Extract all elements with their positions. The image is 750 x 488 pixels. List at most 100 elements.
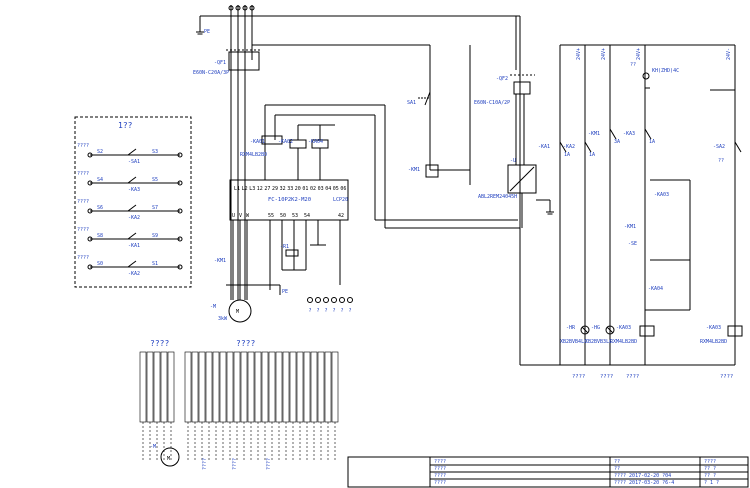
panel-row-device: -KA2 bbox=[128, 215, 140, 221]
vfd-model: FC-10P2K2-M20 bbox=[268, 197, 311, 203]
ka-contact-label: -KM1 bbox=[588, 131, 600, 137]
pot-marker-text: ? bbox=[317, 308, 320, 314]
panel-row-terminal-a: S8 bbox=[97, 233, 103, 239]
ka-contact-sub: 3A bbox=[614, 139, 620, 145]
vfd-top-terminal: 02 bbox=[310, 186, 316, 192]
vfd-top-terminal: 06 bbox=[340, 186, 346, 192]
panel-row-label: ???? bbox=[77, 199, 89, 205]
title-rows: ?????????????????? ????????? 2017-02-20 … bbox=[434, 459, 719, 486]
km1-aux-label: -KM1 bbox=[624, 224, 636, 230]
r1-label: -R1 bbox=[280, 244, 289, 250]
panel-title: 1?? bbox=[118, 121, 133, 130]
panel-row-device: -SA1 bbox=[128, 159, 140, 165]
pot-marker-circle bbox=[315, 297, 321, 303]
remote-panel-frame bbox=[74, 116, 192, 288]
qf1-label: -QF1 bbox=[214, 60, 226, 66]
ka03-label: -KA03 bbox=[654, 192, 669, 198]
terminal-block bbox=[282, 351, 290, 423]
indicator-model: XB2BVB4LC bbox=[560, 339, 587, 345]
vfd-bottom-terminal: 54 bbox=[304, 213, 310, 219]
terminal-block bbox=[261, 351, 269, 423]
panel-row-terminal-b: S3 bbox=[152, 149, 158, 155]
ka-contact-label: -KA3 bbox=[623, 131, 635, 137]
vfd-top-terminal: 27 bbox=[264, 186, 270, 192]
psu-label: -U bbox=[510, 158, 516, 164]
terminal-block bbox=[240, 351, 248, 423]
terminal-block bbox=[146, 351, 154, 423]
panel-row-label: ???? bbox=[77, 227, 89, 233]
terminal-block bbox=[268, 351, 276, 423]
panel-row-contact bbox=[127, 176, 137, 184]
pe-vfd-label: PE bbox=[282, 289, 288, 295]
terminal-block bbox=[198, 351, 206, 423]
terminal-strip: ???????????? bbox=[139, 351, 339, 470]
indicator-model: RXM4LB2BD bbox=[700, 339, 727, 345]
panel-row-terminal bbox=[87, 236, 93, 242]
vfd-top-terminal: L3 bbox=[249, 186, 255, 192]
vfd-bottom-terminal: 55 bbox=[268, 213, 274, 219]
vfd-top-terminal: 04 bbox=[325, 186, 331, 192]
panel-row-contact bbox=[127, 204, 137, 212]
panel-row-terminal-a: S6 bbox=[97, 205, 103, 211]
motor-label: -M bbox=[210, 304, 216, 310]
panel-row-terminal bbox=[87, 180, 93, 186]
vfd-top-terminal: 05 bbox=[333, 186, 339, 192]
panel-row-terminal bbox=[177, 180, 183, 186]
vfd-top-terminal: 33 bbox=[287, 186, 293, 192]
motor-power: 3kW bbox=[218, 316, 228, 322]
panel-row-contact bbox=[127, 148, 137, 156]
ka-contact-sub: 1A bbox=[649, 139, 655, 145]
panel-row-terminal-a: S0 bbox=[97, 261, 103, 267]
vfd-wiring bbox=[261, 104, 520, 229]
control-feed bbox=[252, 16, 554, 228]
terminal-block bbox=[233, 351, 241, 423]
rail-label: 24V+ bbox=[636, 48, 642, 60]
title-cell-3: ?? ? bbox=[704, 473, 716, 479]
panel-row-terminal bbox=[177, 236, 183, 242]
terminal-block bbox=[219, 351, 227, 423]
psu-model: ABL2REM24045H bbox=[478, 194, 517, 200]
indicator-label: -KA03 bbox=[706, 325, 721, 331]
pot-marker-text: ? bbox=[349, 308, 352, 314]
motor2-label: -M bbox=[150, 444, 156, 450]
panel-row-terminal bbox=[177, 264, 183, 270]
terminal-strip-title: ???? bbox=[236, 339, 255, 348]
ka-contact-symbol bbox=[734, 141, 742, 153]
qf1-rating: E60N-C20A/3P bbox=[193, 70, 229, 76]
ka-contact-sub: 1A bbox=[564, 152, 570, 158]
qq-marker: ?? bbox=[630, 62, 636, 68]
km1-main-label: -KM1 bbox=[214, 258, 226, 264]
motor2 bbox=[160, 447, 180, 467]
pot-marker-circle bbox=[323, 297, 329, 303]
panel-row-label: ???? bbox=[77, 255, 89, 261]
terminal-block bbox=[317, 351, 325, 423]
vfd-top-terminal: 32 bbox=[280, 186, 286, 192]
title-cell-1: ???? bbox=[434, 473, 446, 479]
ka-contact-symbol bbox=[644, 128, 652, 140]
se-label: -SE bbox=[628, 241, 637, 247]
terminal-block bbox=[247, 351, 255, 423]
indicator-label: -HR bbox=[566, 325, 576, 331]
vfd-bottom-terminal: 42 bbox=[338, 213, 344, 219]
pot-marker-circle bbox=[307, 297, 313, 303]
pot-markers: ?????? bbox=[307, 297, 353, 314]
indicator-caption: ???? bbox=[600, 374, 613, 380]
vfd-top-terminal: 12 bbox=[257, 186, 263, 192]
terminal-block bbox=[212, 351, 220, 423]
title-cell-3: ?? ? bbox=[704, 466, 716, 472]
indicator-model: RXM4LB2BD bbox=[610, 339, 637, 345]
panel-row-terminal bbox=[87, 264, 93, 270]
ka-contact-sub: 1A bbox=[589, 152, 595, 158]
motor-symbol-text: M bbox=[236, 309, 239, 315]
terminal-block bbox=[289, 351, 297, 423]
panel-row-terminal-b: S5 bbox=[152, 177, 158, 183]
vfd-ka01-model: RXM4LB2BD bbox=[240, 152, 267, 158]
terminal-block bbox=[275, 351, 283, 423]
pot-marker-text: ? bbox=[341, 308, 344, 314]
qf2-label: -QF2 bbox=[496, 76, 508, 82]
rail-label: 24V- bbox=[726, 48, 732, 60]
vfd-ka01-label: -KA01 bbox=[250, 139, 265, 145]
vfd-top-terminal: 29 bbox=[272, 186, 278, 192]
